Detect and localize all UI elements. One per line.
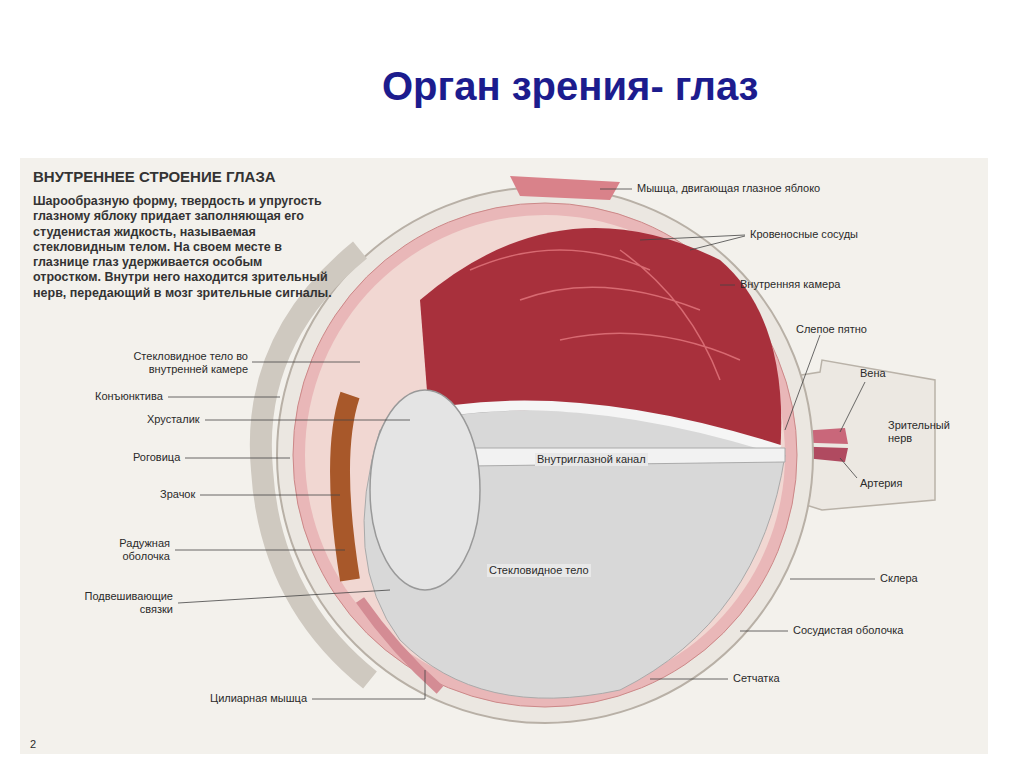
part-name: Внутренняя камера [740,278,840,291]
part-name: Стекловидное тело [487,564,591,577]
part-name: Внутриглазной канал [535,453,648,466]
cornea [261,250,370,680]
part-name: Радужная оболочка [100,537,170,563]
part-name: Конъюнктива [95,390,163,403]
part-name: Зрачок [160,488,195,501]
sclera [277,187,813,723]
panel-ground [20,158,988,754]
part-name: Зрительный нерв [888,419,970,445]
part-name: Слепое пятно [796,323,867,336]
part-name: Роговица [133,451,180,464]
panel-heading: ВНУТРЕННЕЕ СТРОЕНИЕ ГЛАЗА [33,168,276,186]
part-name: Хрусталик [147,413,200,426]
ciliary-muscle [360,600,440,690]
part-name: Склера [880,572,918,585]
part-name: Артерия [860,477,902,490]
eye-muscle [510,176,620,200]
leader-lines [168,189,875,699]
part-name: Сосудистая оболочка [793,624,903,637]
page-title: Орган зрения- глаз [382,62,759,110]
part-name: Кровеносные сосуды [750,228,858,241]
hyaloid-canal [470,448,785,466]
part-name: Цилиарная мышца [210,692,307,705]
page-number: 2 [30,738,36,751]
description-note: Шарообразную форму, твердость и упругост… [33,194,333,301]
part-name: Вена [860,367,886,380]
part-name: Мышца, двигающая глазное яблоко [637,182,820,195]
part-name: Стекловидное тело во внутренней камере [78,350,248,376]
part-name: Подвешивающие связки [83,590,173,616]
blood-vessels [470,250,740,380]
choroid [293,203,797,707]
part-name: Сетчатка [733,672,780,685]
iris [340,395,350,580]
